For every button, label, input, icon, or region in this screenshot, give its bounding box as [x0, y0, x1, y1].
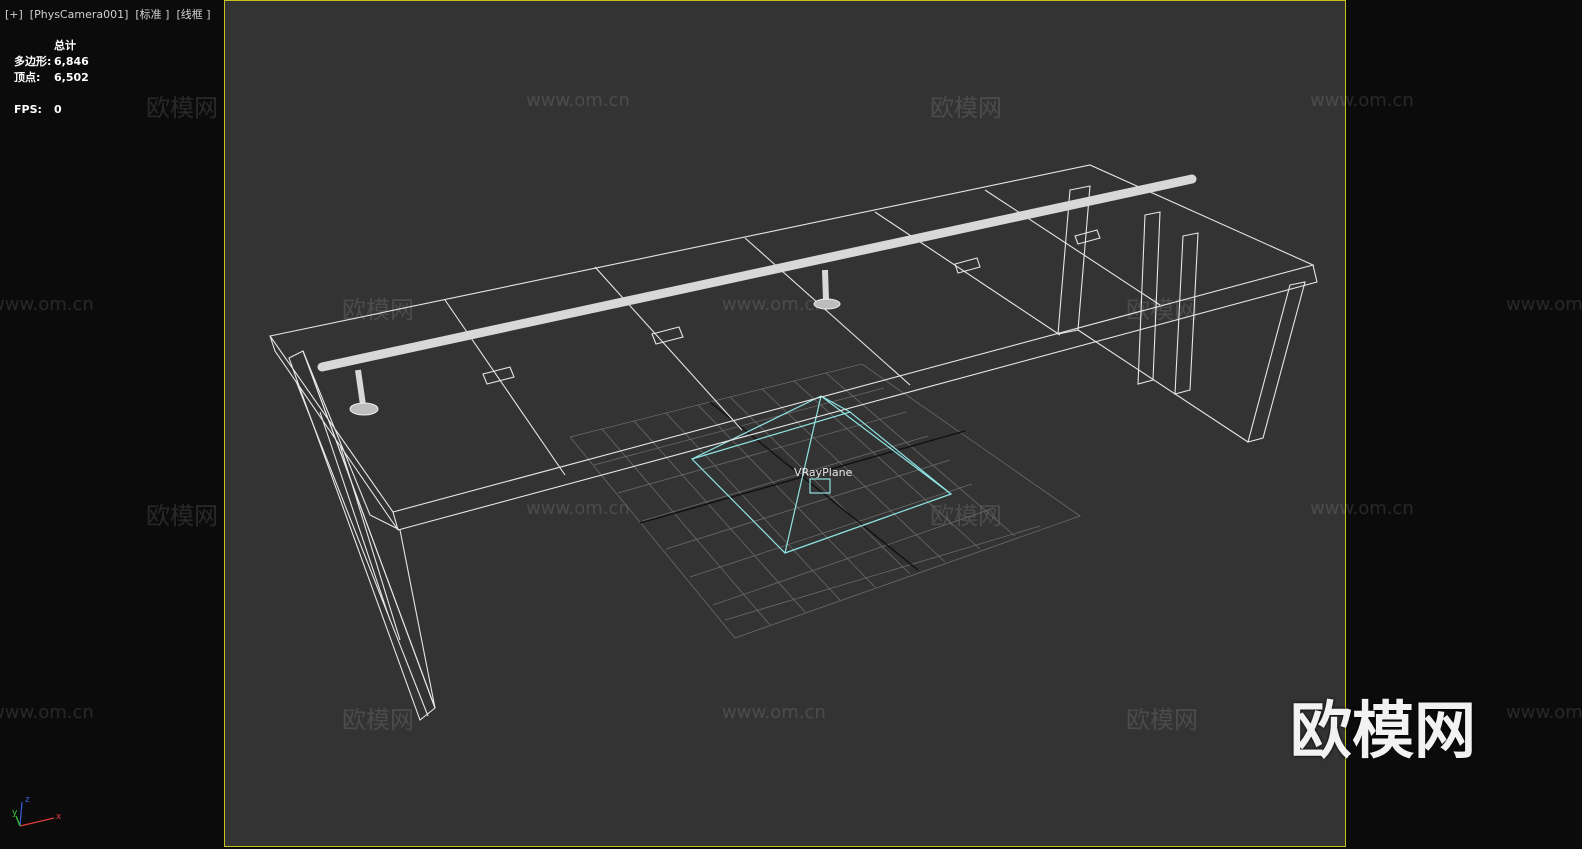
stats-vertices-row: 顶点: 6,502 [14, 70, 89, 86]
stats-fps-row: FPS: 0 [14, 102, 89, 118]
stats-fps-value: 0 [54, 103, 62, 116]
ground-grid [569, 363, 1081, 639]
stats-fps-label: FPS: [14, 103, 42, 116]
vray-plane-gizmo[interactable] [690, 395, 953, 554]
statistics-panel: 总计 多边形: 6,846 顶点: 6,502 FPS: 0 [14, 38, 89, 118]
stats-vertices-label: 顶点: [14, 71, 41, 84]
axis-y-label: y [12, 808, 18, 818]
desk-wireframe[interactable] [269, 164, 1318, 721]
axis-x-label: x [56, 812, 62, 822]
overhead-rail [317, 174, 1197, 416]
stats-vertices-value: 6,502 [54, 71, 89, 84]
axis-z-label: z [25, 795, 30, 805]
stats-polygons-row: 多边形: 6,846 [14, 54, 89, 70]
viewport-label[interactable]: [+] [PhysCamera001] [标准 ] [线框 ] [5, 8, 211, 21]
vray-plane-label: VRayPlane [794, 466, 853, 479]
stats-polygons-label: 多边形: [14, 55, 52, 68]
axis-tripod [15, 801, 55, 827]
stats-total-header: 总计 [54, 39, 76, 52]
stats-polygons-value: 6,846 [54, 55, 89, 68]
camera-viewport[interactable] [224, 0, 1346, 847]
